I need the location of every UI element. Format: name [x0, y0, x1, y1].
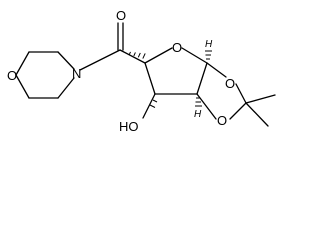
hash-c4-1 [142, 53, 146, 59]
dioxolane-oxygen-upper-label: O [225, 76, 235, 91]
bond-cq-o-lower [229, 102, 247, 120]
hash-oh-2 [149, 104, 156, 108]
bond-c1-c2 [196, 62, 208, 95]
hash-oh-1 [152, 99, 158, 103]
bond-carbonyl-c4 [119, 49, 146, 64]
hash-c4-3 [133, 52, 136, 57]
bond-c3-oh [142, 93, 156, 119]
morpholine-ring [15, 51, 75, 99]
morpholine-oxygen-label: O [7, 68, 17, 83]
hydroxyl-label: HO [119, 119, 139, 134]
bond-o-cc [15, 74, 30, 99]
ring-oxygen-label: O [172, 40, 182, 55]
bond-n-ca [57, 51, 75, 70]
atom-labels: O N O O HO O O H H [7, 8, 235, 134]
bond-o-lower-c2 [196, 93, 217, 120]
stereo-h-lower-label: H [194, 109, 202, 120]
furanose-ring [128, 47, 208, 119]
stereo-hydrogens [149, 50, 212, 108]
bond-o-upper-cq [235, 83, 247, 104]
molecule-structure: O N O O HO O O H H [7, 8, 276, 134]
bond-c4-ring-o [144, 47, 173, 64]
bond-cb-o [15, 51, 30, 76]
amide-group [79, 22, 146, 71]
bond-c3-c4 [144, 62, 156, 95]
hash-c4-2 [137, 52, 141, 58]
bond-methyl-1 [245, 94, 276, 104]
hash-c4-4 [128, 51, 131, 55]
carbonyl-oxygen-label: O [116, 8, 126, 23]
bond-cd-n [57, 77, 75, 99]
stereo-h-upper-label: H [205, 39, 213, 50]
dioxolane-oxygen-lower-label: O [217, 113, 227, 128]
bond-n-carbonyl-c [79, 49, 121, 71]
bond-c1-o-upper [206, 62, 227, 78]
dioxolane-ring [196, 62, 276, 127]
bond-ring-o-c1 [181, 47, 208, 64]
bond-methyl-2 [245, 102, 269, 127]
amide-nitrogen-label: N [72, 66, 81, 81]
